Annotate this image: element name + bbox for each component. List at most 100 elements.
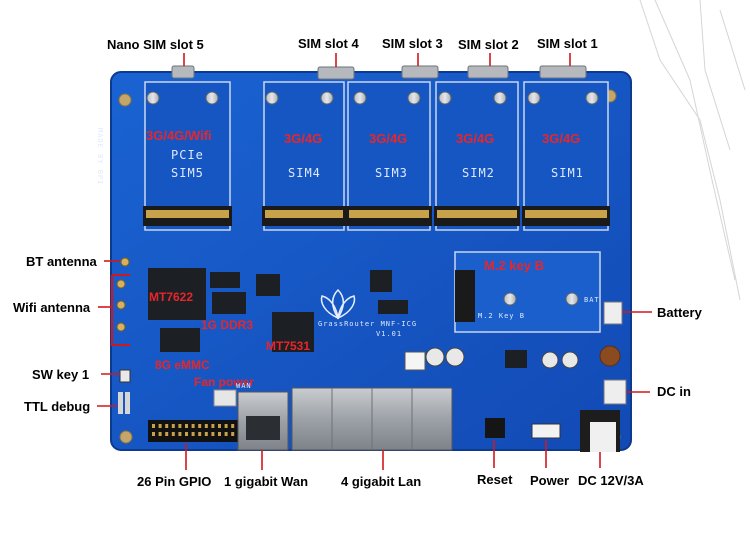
silk-wan: WAN [236,382,252,390]
reset-button-part [485,418,505,438]
label-1g-ddr3: 1G DDR3 [201,318,254,332]
callout-sw-key-1: SW key 1 [32,367,90,382]
sim-slot-4-connector [317,66,355,80]
callout-dc-in: DC in [657,384,691,399]
silk-bat: BAT [584,296,600,304]
gpio-pin [185,424,188,428]
callout-nano-sim-slot-5: Nano SIM slot 5 [107,37,204,52]
gpio-pin [224,424,228,428]
grassrouter-logo [320,288,356,320]
gpio-pin [211,424,215,428]
mounting-hole [119,430,133,444]
small-chip [505,350,527,368]
gpio-pin [178,432,182,436]
wifi-antenna-connector [116,279,126,289]
silk-pcie: PCIe [171,148,204,162]
background-cables [639,0,746,301]
pcie-card-slot1 [523,81,609,231]
silk-sim3: SIM3 [375,166,408,180]
callout-sim-slot-3: SIM slot 3 [382,36,443,51]
pointer-lines [97,53,652,470]
callout-sim-slot-1: SIM slot 1 [537,36,598,51]
ttl-debug-header [118,392,130,414]
pcie-card-slot2 [435,81,519,231]
gpio-pin [231,424,235,428]
silk-m2-key-b: M.2 Key B [478,312,525,320]
gpio-pin [198,432,202,436]
dc-jack-face [590,422,616,452]
wan-port [237,391,289,451]
gpio-pin [152,432,155,436]
gpio-pin [152,424,155,428]
dc-in-connector [603,379,627,405]
gpio-pin [198,424,202,428]
lan-ports [291,387,453,451]
label-mt7622: MT7622 [149,290,194,304]
gpio-pin [158,432,162,436]
gpio-pin [204,424,208,428]
pcie-card-slot5 [144,81,231,231]
callout-bt-antenna: BT antenna [26,254,97,269]
bt-antenna-connector [120,257,130,267]
silk-sim4: SIM4 [288,166,321,180]
callout-ttl-debug: TTL debug [24,399,91,414]
silk-sim5: SIM5 [171,166,204,180]
callout-wan: 1 gigabit Wan [224,474,309,489]
pcie-card-slot3 [347,81,431,231]
callout-wifi-antenna: Wifi antenna [13,300,91,315]
chips [148,268,527,368]
gpio-pin [158,424,162,428]
gpio-pin [185,432,188,436]
callout-sim-slot-2: SIM slot 2 [458,37,519,52]
gpio-pin [171,424,175,428]
mt7531-chip [272,312,314,352]
silk-made-by: MADE BY BPI [96,128,104,186]
pcie-card-slot4 [263,81,345,231]
ddr3-chip-b [210,272,240,288]
gpio-pin [191,424,195,428]
battery-connector [603,301,623,325]
gpio-pin [211,432,215,436]
callout-battery: Battery [657,305,702,320]
sim-slot-2-connector [467,65,509,79]
label-mt7531: MT7531 [266,339,311,353]
callout-26-pin-gpio: 26 Pin GPIO [137,474,212,489]
gpio-pin [165,432,169,436]
silk-grassrouter: GrassRouter MNF-ICG [318,320,418,328]
label-slot4-type: 3G/4G [284,131,323,146]
fan-power-connector [213,389,237,407]
gpio-header [148,420,238,442]
small-chip [378,300,408,314]
gpio-pin [191,432,195,436]
white-connector [404,351,426,371]
pcie-edge-connectors [143,206,610,226]
label-m2-key-b: M.2 key B [484,258,544,273]
wifi-antenna-bracket [111,275,130,346]
sim-slot-1-connector [539,65,587,79]
label-slot3-type: 3G/4G [369,131,408,146]
sim-slot-connectors [171,65,587,80]
small-chip [370,270,392,292]
mounting-hole [118,93,132,107]
label-slot1-type: 3G/4G [542,131,581,146]
gpio-pin [204,432,208,436]
power-switch-part [531,423,561,439]
small-chip [256,274,280,296]
gpio-pin [218,432,221,436]
label-fan-power: Fan power [194,375,255,389]
callout-sim-slot-4: SIM slot 4 [298,36,359,51]
label-slot5-type: 3G/4G/Wifi [146,128,212,143]
card-screws [146,91,599,105]
silk-sim1: SIM1 [551,166,584,180]
silk-version: V1.01 [376,330,403,338]
capacitors [425,347,579,369]
label-8g-emmc: 8G eMMC [155,358,210,372]
callout-power: Power [530,473,570,488]
gpio-pin [231,432,235,436]
mt7622-chip [148,268,206,320]
sim-slot-3-connector [401,65,439,79]
silk-sim2: SIM2 [462,166,495,180]
sw-key-switch [119,369,131,383]
